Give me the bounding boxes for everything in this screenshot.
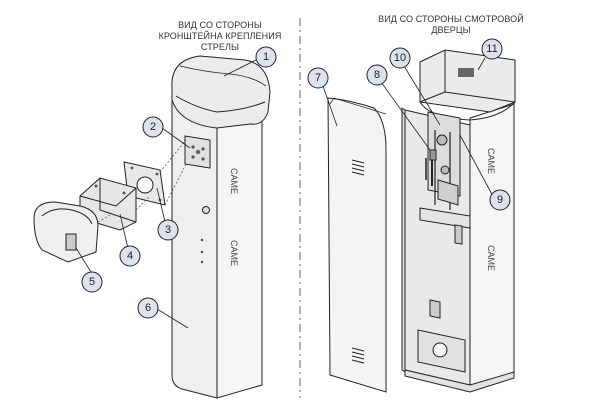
housing-side-face <box>171 87 218 399</box>
brand-label-lower-right: CAME <box>486 245 496 271</box>
inspection-door-panel <box>327 97 387 393</box>
right-caption-line1: ВИД СО СТОРОНЫ СМОТРОВОЙ <box>378 14 524 24</box>
callout-9: 9 <box>489 189 511 211</box>
key-lock <box>202 206 210 214</box>
callout-6: 6 <box>137 297 159 319</box>
callout-5: 5 <box>81 271 103 293</box>
callout-4: 4 <box>119 245 141 267</box>
callout-11: 11 <box>481 38 503 60</box>
brand-label-lower-left: CAME <box>229 240 239 266</box>
left-caption-line1: ВИД СО СТОРОНЫ <box>178 20 262 30</box>
callout-6-label: 6 <box>145 302 151 314</box>
callout-9-label: 9 <box>497 194 503 206</box>
cap-edge-line <box>175 95 266 113</box>
right-view-caption: ВИД СО СТОРОНЫ СМОТРОВОЙ ДВЕРЦЫ <box>356 14 546 36</box>
callout-11-label: 11 <box>486 43 497 55</box>
left-caption-line3: СТРЕЛЫ <box>200 42 240 52</box>
callout-8-label: 8 <box>374 69 380 81</box>
callout-1-label: 1 <box>263 51 269 63</box>
barrier-housing-left <box>171 55 271 399</box>
callout-3: 3 <box>157 219 179 241</box>
callout-8: 8 <box>366 64 388 86</box>
callout-10-label: 10 <box>394 52 406 64</box>
callout-7-label: 7 <box>315 72 321 84</box>
callout-2-label: 2 <box>150 121 156 133</box>
callout-10: 10 <box>389 47 411 69</box>
callout-1: 1 <box>255 46 277 68</box>
callout-2: 2 <box>142 116 164 138</box>
callout-3-label: 3 <box>165 224 171 236</box>
cap-top-line <box>179 65 267 87</box>
brand-label-upper-left: CAME <box>229 168 239 194</box>
callouts: 1 2 3 4 5 6 7 8 <box>81 38 511 319</box>
leader-lines <box>75 57 496 329</box>
housing-cap <box>171 55 271 129</box>
barrier-housing-open <box>401 49 516 393</box>
left-view-caption: ВИД СО СТОРОНЫ КРОНШТЕЙНА КРЕПЛЕНИЯ СТРЕ… <box>140 20 300 53</box>
assembly-guide-lines <box>97 139 187 223</box>
left-caption-line2: КРОНШТЕЙНА КРЕПЛЕНИЯ <box>158 31 282 41</box>
callout-7: 7 <box>307 67 329 89</box>
callout-5-label: 5 <box>89 276 95 288</box>
right-caption-line2: ДВЕРЦЫ <box>431 25 471 35</box>
arm-cover-part <box>33 201 99 263</box>
brand-label-upper-right: CAME <box>486 148 496 174</box>
callout-4-label: 4 <box>127 250 133 262</box>
